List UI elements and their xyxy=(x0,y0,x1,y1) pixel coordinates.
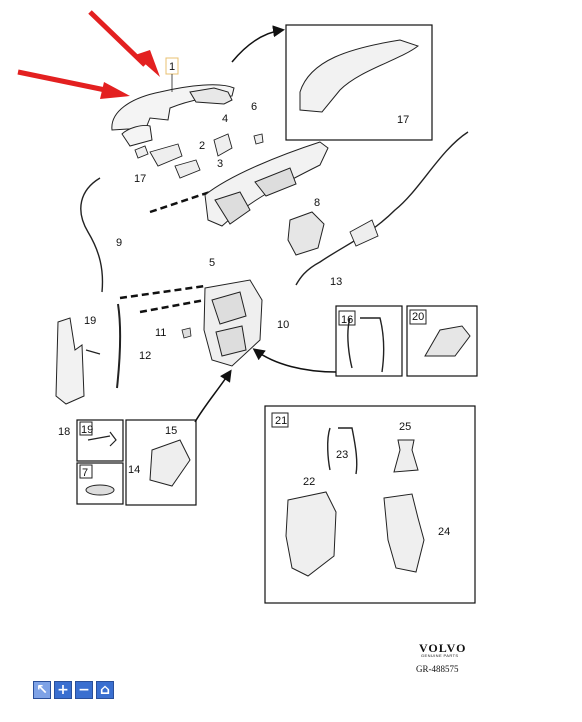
part-label-22: 22 xyxy=(303,476,315,488)
zoom-out-icon: − xyxy=(78,682,90,698)
select-tool-icon: ↖ xyxy=(36,682,48,698)
part-label-13: 13 xyxy=(330,276,342,288)
part-label-4: 4 xyxy=(222,113,228,125)
part-label-8: 8 xyxy=(314,197,320,209)
part-label-21: 21 xyxy=(275,415,287,427)
handle-carrier-part xyxy=(204,141,329,227)
rod-12 xyxy=(116,303,122,389)
part-label-10: 10 xyxy=(277,319,289,331)
part-label-2: 2 xyxy=(199,140,205,152)
home-button[interactable]: ⌂ xyxy=(96,681,114,699)
part-label-24: 24 xyxy=(438,526,450,538)
zoom-toolbar: ↖ + − ⌂ xyxy=(33,681,114,699)
brand-tagline: GENUINE PARTS xyxy=(421,653,459,658)
part-label-16: 16 xyxy=(341,314,353,326)
part-label-20: 20 xyxy=(412,311,424,323)
red-pointer-arrows xyxy=(17,10,160,99)
home-icon: ⌂ xyxy=(99,682,111,698)
detail-box-20 xyxy=(406,305,478,377)
brand-logo-text: VOLVO xyxy=(419,641,467,655)
part-label-14: 14 xyxy=(128,464,140,476)
part-label-15: 15 xyxy=(165,425,177,437)
diagram-reference: GR-488575 xyxy=(416,664,459,674)
part-number-labels: 1 2 3 4 5 6 7 8 9 10 11 12 13 14 15 16 1… xyxy=(58,61,450,538)
door-handle-part xyxy=(111,84,235,147)
part-label-17-a: 17 xyxy=(134,173,146,185)
part-label-17-b: 17 xyxy=(397,114,409,126)
part-label-18: 18 xyxy=(58,426,70,438)
cable-9 xyxy=(80,177,104,293)
detail-box-19 xyxy=(76,419,124,462)
part-label-5: 5 xyxy=(209,257,215,269)
small-parts xyxy=(134,133,264,179)
detail-box-handle xyxy=(285,24,433,141)
part-label-23: 23 xyxy=(336,449,348,461)
select-tool-button[interactable]: ↖ xyxy=(33,681,51,699)
part-label-7: 7 xyxy=(82,467,88,479)
zoom-out-button[interactable]: − xyxy=(75,681,93,699)
detail-box-16 xyxy=(335,305,403,377)
door-lock-part xyxy=(203,279,263,367)
part-label-25: 25 xyxy=(399,421,411,433)
zoom-in-button[interactable]: + xyxy=(54,681,72,699)
zoom-in-icon: + xyxy=(57,682,69,698)
part-label-6: 6 xyxy=(251,101,257,113)
part-label-12: 12 xyxy=(139,350,151,362)
bracket-18 xyxy=(55,317,85,405)
part-label-11: 11 xyxy=(155,327,166,339)
part-label-19-b: 19 xyxy=(81,424,93,436)
part-label-3: 3 xyxy=(217,158,223,170)
detail-box-7 xyxy=(76,462,124,505)
part-label-1: 1 xyxy=(169,61,175,73)
detail-box-14 xyxy=(125,419,197,506)
part-label-9: 9 xyxy=(116,237,122,249)
detail-box-21 xyxy=(264,405,476,604)
cover-part xyxy=(287,211,325,256)
part-label-19-a: 19 xyxy=(84,315,96,327)
